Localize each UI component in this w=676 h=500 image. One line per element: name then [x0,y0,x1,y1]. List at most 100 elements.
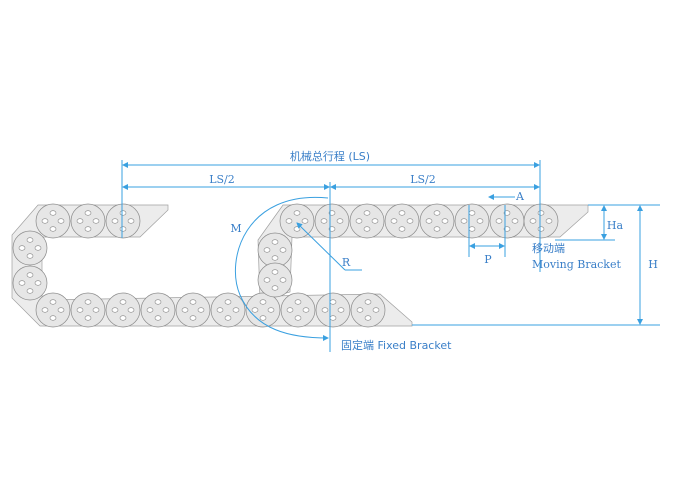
left-chain-band [11,204,413,327]
link-hole [321,307,329,313]
link-hole [263,277,271,283]
chain-link [315,292,351,328]
link-hole [34,245,42,251]
link-hole [224,299,232,305]
link-hole [279,247,287,253]
link-hole [49,315,57,321]
chain-link [489,203,525,239]
total-travel-label: 机械总行程 (LS) [290,149,370,163]
link-hole [293,226,301,232]
a-label: A [515,190,525,203]
link-hole [119,315,127,321]
link-hole [119,226,127,232]
link-hole [271,239,279,245]
link-hole [337,307,345,313]
chain-link [175,292,211,328]
h-label: H [648,258,658,271]
link-hole [279,277,287,283]
link-hole [18,280,26,286]
link-hole [216,307,224,313]
chain-link [279,203,315,239]
link-hole [371,218,379,224]
link-hole [460,218,468,224]
link-hole [49,299,57,305]
chain-link [314,203,350,239]
link-hole [294,315,302,321]
link-hole [162,307,170,313]
chain-link [35,292,71,328]
link-hole [302,307,310,313]
chain-link [35,203,71,239]
link-hole [84,226,92,232]
link-hole [154,299,162,305]
link-hole [294,299,302,305]
link-hole [154,315,162,321]
chain-link [419,203,455,239]
link-hole [336,218,344,224]
link-hole [259,299,267,305]
link-hole [26,237,34,243]
link-hole [355,218,363,224]
link-hole [92,307,100,313]
link-hole [406,218,414,224]
link-hole [84,210,92,216]
link-hole [271,255,279,261]
link-hole [119,299,127,305]
link-hole [57,218,65,224]
link-hole [259,315,267,321]
link-hole [57,307,65,313]
link-hole [441,218,449,224]
link-hole [41,218,49,224]
p-label: P [484,253,492,266]
link-hole [398,226,406,232]
link-hole [267,307,275,313]
chain-link [70,203,106,239]
link-hole [293,210,301,216]
link-hole [301,218,309,224]
m-arc [234,196,329,341]
chain-link [12,230,48,266]
chain-link [350,292,386,328]
chain-link [245,292,281,328]
link-hole [49,210,57,216]
link-hole [127,307,135,313]
link-hole [537,226,545,232]
link-hole [119,210,127,216]
link-hole [320,218,328,224]
link-hole [84,315,92,321]
link-hole [224,315,232,321]
link-hole [146,307,154,313]
link-hole [271,269,279,275]
chain-link [384,203,420,239]
link-hole [76,218,84,224]
link-hole [372,307,380,313]
r-label: R [342,256,351,269]
link-hole [433,226,441,232]
link-hole [34,280,42,286]
link-hole [26,253,34,259]
link-hole [545,218,553,224]
link-hole [390,218,398,224]
chain-link [523,203,559,239]
link-hole [495,218,503,224]
chain-link [105,203,141,239]
link-hole [511,218,519,224]
link-hole [398,210,406,216]
link-hole [329,315,337,321]
m-label: M [230,222,241,235]
link-hole [529,218,537,224]
link-hole [49,226,57,232]
link-hole [76,307,84,313]
link-hole [26,272,34,278]
chain-link [140,292,176,328]
chain-link [257,232,293,268]
link-hole [111,307,119,313]
link-hole [92,218,100,224]
link-hole [286,307,294,313]
chain-link [105,292,141,328]
link-hole [537,210,545,216]
link-hole [329,299,337,305]
half-right-label: LS/2 [410,173,436,186]
